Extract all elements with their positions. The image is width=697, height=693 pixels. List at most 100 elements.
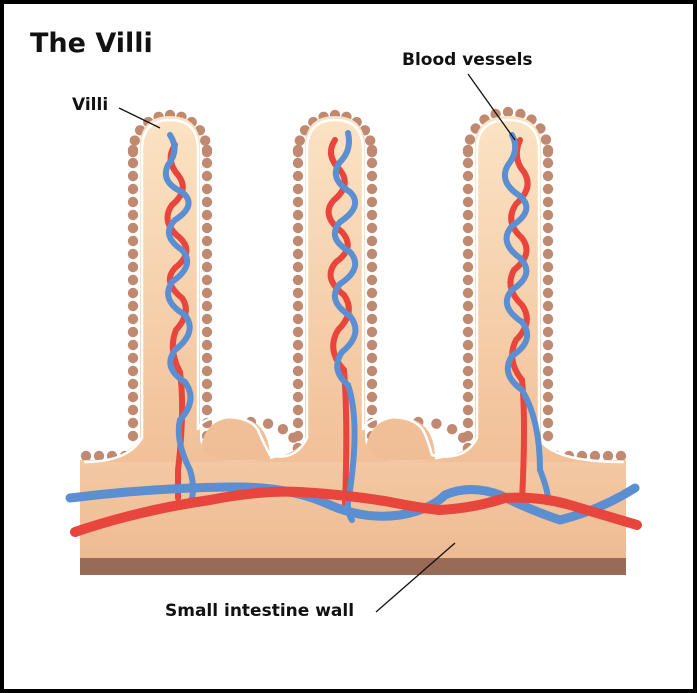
epithelial-cell — [543, 392, 553, 402]
label-villi: Villi — [72, 95, 108, 115]
epithelial-cell — [616, 451, 626, 461]
epithelial-cell — [128, 392, 138, 402]
epithelial-cell — [293, 147, 303, 157]
epithelial-cell — [293, 171, 303, 181]
epithelial-cell — [465, 134, 475, 144]
epithelial-cell — [202, 288, 212, 298]
epithelial-cell — [463, 340, 473, 350]
epithelial-cell — [293, 405, 303, 415]
epithelial-cell — [293, 262, 303, 272]
epithelial-cell — [463, 327, 473, 337]
diagram-title: The Villi — [30, 28, 153, 59]
epithelial-cell — [293, 197, 303, 207]
epithelial-cell — [202, 210, 212, 220]
epithelial-cell — [543, 353, 553, 363]
epithelial-cell — [463, 379, 473, 389]
epithelial-cell — [202, 314, 212, 324]
epithelial-cell — [130, 135, 140, 145]
epithelial-cell — [367, 288, 377, 298]
epithelial-cell — [367, 340, 377, 350]
epithelial-cell — [202, 275, 212, 285]
epithelial-cell — [463, 314, 473, 324]
epithelial-cell — [128, 340, 138, 350]
epithelial-cell — [293, 184, 303, 194]
epithelial-cell — [365, 135, 375, 145]
epithelial-cell — [463, 171, 473, 181]
epithelial-cell — [293, 249, 303, 259]
label-blood-vessels: Blood vessels — [402, 50, 533, 70]
epithelial-cell — [128, 262, 138, 272]
epithelial-cell — [367, 249, 377, 259]
epithelial-cell — [128, 171, 138, 181]
epithelial-cell — [543, 314, 553, 324]
epithelial-cell — [367, 171, 377, 181]
epithelial-cell — [367, 379, 377, 389]
epithelial-cell — [202, 340, 212, 350]
epithelial-cell — [128, 418, 138, 428]
epithelial-cell — [463, 158, 473, 168]
epithelial-cell — [128, 366, 138, 376]
epithelial-cell — [543, 275, 553, 285]
epithelial-cell — [463, 288, 473, 298]
epithelial-cell — [202, 223, 212, 233]
epithelial-cell — [293, 392, 303, 402]
epithelial-cell — [128, 431, 138, 441]
epithelial-cell — [463, 366, 473, 376]
epithelial-cell — [293, 418, 303, 428]
epithelial-cell — [202, 158, 212, 168]
epithelial-cell — [431, 419, 441, 429]
epithelial-cell — [202, 171, 212, 181]
epithelial-cell — [463, 197, 473, 207]
epithelial-cell — [543, 418, 553, 428]
epithelial-cell — [293, 366, 303, 376]
epithelial-cell — [543, 158, 553, 168]
epithelial-cell — [543, 184, 553, 194]
epithelial-cell — [293, 223, 303, 233]
epithelial-cell — [367, 275, 377, 285]
epithelial-cell — [543, 197, 553, 207]
epithelial-cell — [293, 236, 303, 246]
epithelial-cell — [367, 262, 377, 272]
epithelial-cell — [293, 301, 303, 311]
epithelial-cell — [367, 405, 377, 415]
epithelial-cell — [128, 147, 138, 157]
epithelial-cell — [463, 184, 473, 194]
epithelial-cell — [128, 288, 138, 298]
epithelial-cell — [543, 262, 553, 272]
epithelial-cell — [603, 451, 613, 461]
epithelial-cell — [202, 262, 212, 272]
epithelial-cell — [128, 275, 138, 285]
epithelial-cell — [543, 147, 553, 157]
epithelial-cell — [128, 379, 138, 389]
epithelial-cell — [543, 431, 553, 441]
epithelial-cell — [543, 210, 553, 220]
epithelial-cell — [367, 301, 377, 311]
epithelial-cell — [128, 405, 138, 415]
epithelial-cell — [463, 418, 473, 428]
epithelial-cell — [463, 262, 473, 272]
epithelial-cell — [367, 392, 377, 402]
epithelial-cell — [202, 301, 212, 311]
epithelial-cell — [463, 249, 473, 259]
epithelial-cell — [128, 197, 138, 207]
label-small-intestine-wall: Small intestine wall — [165, 601, 354, 621]
epithelial-cell — [200, 135, 210, 145]
epithelial-cell — [367, 147, 377, 157]
epithelial-cell — [202, 249, 212, 259]
epithelial-cell — [463, 210, 473, 220]
epithelial-cell — [293, 353, 303, 363]
epithelial-cell — [367, 353, 377, 363]
epithelial-cell — [463, 301, 473, 311]
epithelial-cell — [202, 366, 212, 376]
epithelial-cell — [128, 301, 138, 311]
epithelial-cell — [463, 275, 473, 285]
epithelial-cell — [128, 314, 138, 324]
epithelial-cell — [128, 210, 138, 220]
epithelial-cell — [293, 327, 303, 337]
epithelial-cell — [367, 223, 377, 233]
epithelial-cell — [128, 353, 138, 363]
epithelial-cell — [263, 419, 273, 429]
epithelial-cell — [202, 184, 212, 194]
epithelial-cell — [81, 451, 91, 461]
epithelial-cell — [543, 379, 553, 389]
